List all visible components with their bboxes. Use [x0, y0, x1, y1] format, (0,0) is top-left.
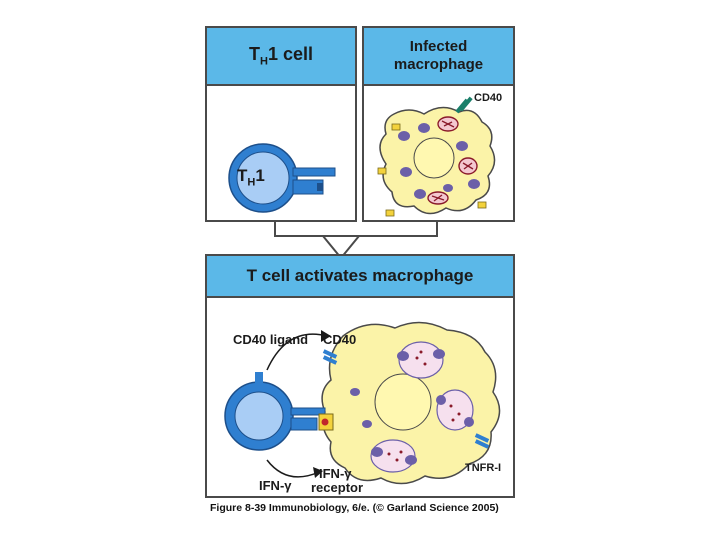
activation-title: T cell activates macrophage [246, 266, 474, 285]
ifn-receptor-label-line1: IFN-γ [319, 466, 352, 481]
tcr-stalk [255, 372, 263, 384]
th1-title: TH1 cell [249, 44, 313, 68]
vesicle [443, 184, 453, 192]
ifn-receptor-label-line2: receptor [311, 480, 364, 495]
activated-macrophage-nucleus [374, 373, 432, 431]
lysosome-fusions [350, 349, 474, 465]
tnfr-label: TNFR-I [465, 462, 502, 474]
macrophage-title-line1: Infected [409, 38, 468, 55]
activation-header: T cell activates macrophage [207, 256, 513, 298]
cd40-receptor-icon [455, 96, 473, 114]
cd40-receptors [322, 349, 490, 449]
activation-panel: T cell activates macrophage [205, 254, 515, 498]
th1-cell-nucleus [236, 151, 290, 205]
th1-cell-panel: TH1 cell TH1 [205, 26, 357, 222]
vesicle [418, 123, 430, 133]
tcr-receptor-lower [290, 417, 318, 431]
tcr-receptor [290, 407, 326, 416]
bacteria-cluster [427, 116, 478, 205]
th1-receptor-top [292, 167, 336, 177]
th1-cell-drawing [228, 143, 336, 213]
cd40-ligand-arrow [266, 333, 328, 371]
vesicle [468, 179, 480, 189]
ifn-gamma-arrow [266, 459, 320, 478]
vesicle [398, 131, 410, 141]
activated-th1-nucleus [234, 391, 284, 441]
ifn-gamma-label: IFN-γ [259, 478, 292, 493]
ifn-receptor-icon [377, 123, 487, 217]
down-arrow-head [320, 235, 362, 260]
activation-drawing [224, 321, 501, 485]
cd40-label-bottom: CD40 [323, 332, 357, 347]
infected-macrophage-panel: Infected macrophage CD40 [362, 26, 515, 222]
th1-cell-header: TH1 cell [207, 28, 355, 86]
flow-arrow [274, 220, 438, 260]
macrophage-nucleus [413, 137, 455, 179]
th1-cell-label: TH1 [237, 166, 265, 189]
th1-ligand-stub [317, 183, 323, 191]
infected-macrophage-header: Infected macrophage [364, 28, 513, 86]
cd40-label-top: CD40 [474, 92, 503, 104]
ifn-gamma-molecule [321, 418, 329, 426]
macrophage-title-line2: macrophage [393, 56, 484, 73]
degraded-bacteria [387, 350, 461, 462]
cd40-ligand-label: CD40 ligand [233, 332, 309, 347]
figure-caption: Figure 8-39 Immunobiology, 6/e. (© Garla… [210, 502, 499, 514]
vesicle [400, 167, 412, 177]
vesicle [456, 141, 468, 151]
vesicle [414, 189, 426, 199]
infected-macrophage-drawing [377, 96, 496, 217]
